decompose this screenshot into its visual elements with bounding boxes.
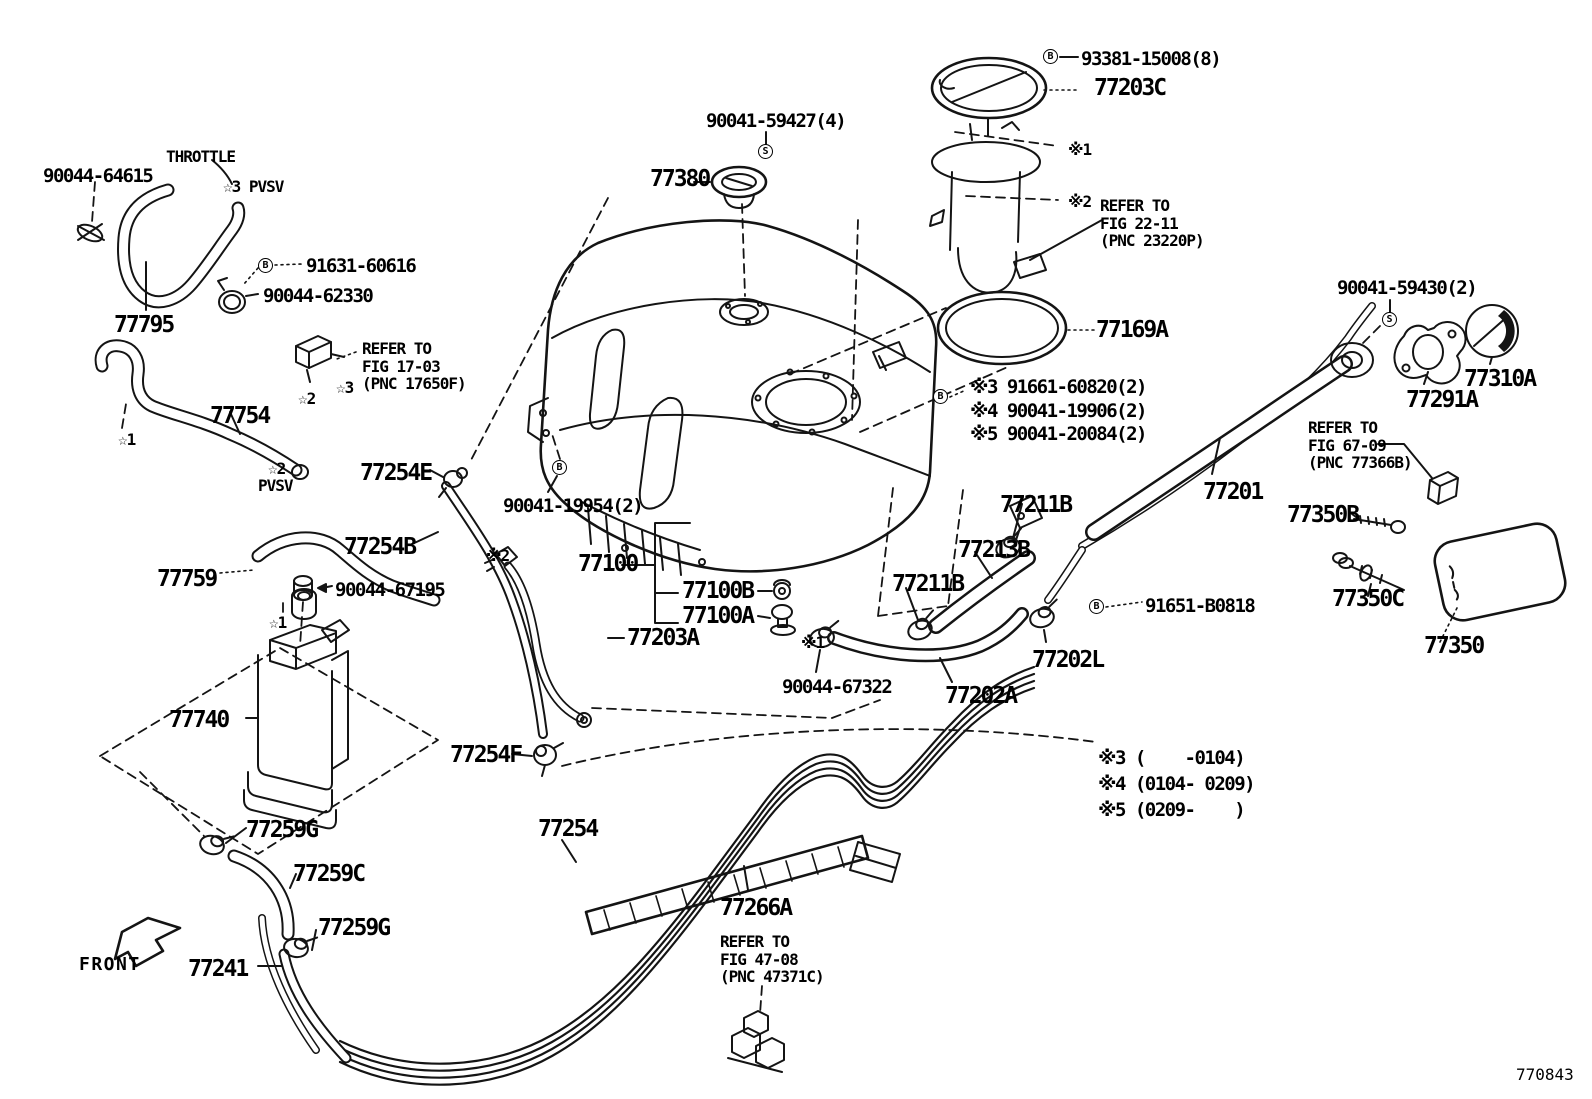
- canister-77740-art: [99, 588, 439, 855]
- part-77254b-label: 77254B: [344, 534, 417, 560]
- part-91651-b0818-label: 91651-B0818: [1145, 595, 1256, 617]
- bolt-badge-b-notes: B: [933, 389, 948, 404]
- part-90044-62330-label: 90044-62330: [263, 285, 374, 307]
- pvsv-valve-art: [295, 335, 357, 383]
- part-77211b-label-a: 77211B: [1000, 492, 1073, 518]
- marker-star2-label-a: ☆2: [298, 389, 316, 408]
- part-77254e-label: 77254E: [360, 460, 433, 486]
- screw-badge-s-59427: S: [758, 144, 773, 159]
- hose-77754-art: [101, 346, 309, 480]
- part-77350b-label: 77350B: [1287, 502, 1360, 528]
- hose-77795-art: [76, 159, 303, 314]
- part-77754-label: 77754: [210, 403, 271, 429]
- bolt-badge-b-19954: B: [552, 460, 567, 475]
- ref-fig-47-08-label: REFER TO FIG 47-08 (PNC 47371C): [720, 932, 825, 987]
- part-77795-label: 77795: [114, 312, 175, 338]
- part-77266a-label: 77266A: [720, 895, 793, 921]
- breather-hoses-art: [806, 487, 1143, 683]
- fuel-lines-art: [338, 665, 1036, 1086]
- part-77254f-label: 77254F: [450, 742, 523, 768]
- part-77254-label: 77254: [538, 816, 599, 842]
- part-77213b-label: 77213B: [958, 537, 1031, 563]
- note3-part-row: ※3 91661-60820(2): [970, 376, 1148, 398]
- note5-date-row: ※5 (0209- ): [1098, 799, 1246, 821]
- marker-star1-label-b: ☆1: [269, 613, 287, 632]
- note4-date-row: ※4 (0104- 0209): [1098, 773, 1256, 795]
- bolt-badge-b-93381: B: [1043, 49, 1058, 64]
- part-91631-60616-label: 91631-60616: [306, 255, 417, 277]
- bottom-left-hoses-art: [113, 771, 346, 1058]
- ref-fig-67-09-label: REFER TO FIG 67-09 (PNC 77366B): [1308, 418, 1413, 473]
- pvsv-label: PVSV: [258, 476, 294, 495]
- bolt-badge-b-91631: B: [258, 258, 273, 273]
- part-90041-59430-label: 90041-59430(2): [1337, 277, 1478, 299]
- part-93381-15008-label: 93381-15008(8): [1081, 48, 1222, 70]
- note3-date-row: ※3 ( -0104): [1098, 747, 1246, 769]
- part-77203a-label: 77203A: [627, 625, 700, 651]
- part-90044-64615-label: 90044-64615: [43, 165, 154, 187]
- marker-note1-label-b: ※1: [801, 633, 825, 652]
- note4-part-row: ※4 90041-19906(2): [970, 400, 1148, 422]
- sender-tube-77203a-art: [484, 433, 796, 728]
- part-90044-67195-label: 90044-67195: [335, 579, 446, 601]
- marker-note2-label-b: ※2: [1068, 192, 1092, 211]
- marker-star1-label-a: ☆1: [118, 430, 136, 449]
- part-77259c-label: 77259C: [293, 861, 366, 887]
- filler-pipe-art: [1048, 299, 1567, 643]
- marker-star2-label-b: ☆2: [268, 459, 286, 478]
- part-77740-label: 77740: [169, 707, 230, 733]
- part-77169a-label: 77169A: [1096, 317, 1169, 343]
- part-77350c-label: 77350C: [1332, 586, 1405, 612]
- marker-note1-label-a: ※1: [1068, 140, 1092, 159]
- marker-star3-label-b: ☆3: [336, 378, 354, 397]
- part-77100-label: 77100: [578, 551, 639, 577]
- part-77100b-label: 77100B: [682, 578, 755, 604]
- note5-part-row: ※5 90041-20084(2): [970, 423, 1148, 445]
- screw-badge-s-59430: S: [1382, 312, 1397, 327]
- marker-note2-label-a: ※2: [486, 546, 510, 565]
- throttle-label: THROTTLE: [166, 147, 236, 166]
- part-77291a-label: 77291A: [1406, 387, 1479, 413]
- part-77100a-label: 77100A: [682, 603, 755, 629]
- marker-star3-pvsv-label: ☆3 PVSV: [223, 177, 284, 196]
- part-77202l-label: 77202L: [1032, 647, 1105, 673]
- part-77310a-label: 77310A: [1464, 366, 1537, 392]
- part-77203c-label: 77203C: [1094, 75, 1167, 101]
- part-77211b-label-b: 77211B: [892, 571, 965, 597]
- part-77350-label: 77350: [1424, 633, 1485, 659]
- part-90044-67322-label: 90044-67322: [782, 676, 893, 698]
- fuel-tank-art: [527, 131, 938, 576]
- figure-number: 770843: [1516, 1065, 1574, 1084]
- ref-fig-17-03-label: REFER TO FIG 17-03 (PNC 17650F): [362, 339, 467, 394]
- part-77202a-label: 77202A: [945, 683, 1018, 709]
- part-77759-label: 77759: [157, 566, 218, 592]
- part-77259g-label-a: 77259G: [246, 817, 319, 843]
- fuel-pump-assembly-art: [789, 56, 1103, 433]
- ref-fig-22-11-label: REFER TO FIG 22-11 (PNC 23220P): [1100, 196, 1205, 251]
- part-77259g-label-b: 77259G: [318, 915, 391, 941]
- bolt-badge-b-91651: B: [1089, 599, 1104, 614]
- tube-77254b-art: [409, 197, 1097, 777]
- part-77380-label: 77380: [650, 166, 711, 192]
- part-77241-label: 77241: [188, 956, 249, 982]
- part-90041-19954-label: 90041-19954(2): [503, 495, 644, 517]
- front-direction-label: FRONT: [79, 954, 141, 975]
- part-90041-59427-label: 90041-59427(4): [706, 110, 847, 132]
- part-77201-label: 77201: [1203, 479, 1264, 505]
